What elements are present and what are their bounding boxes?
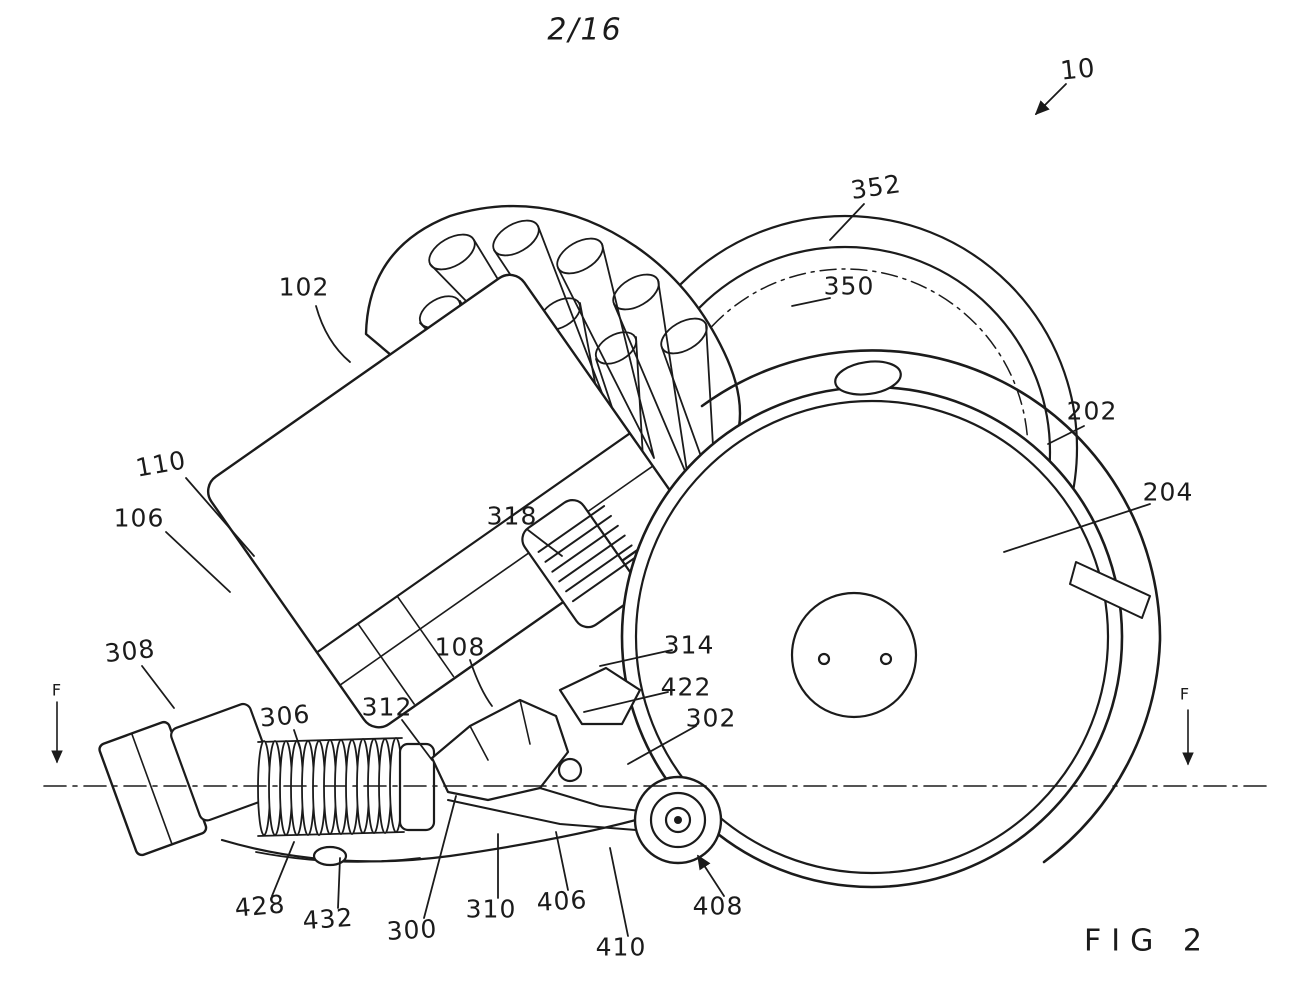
leader-108	[469, 659, 493, 707]
leader-428	[271, 841, 295, 897]
leader-312	[401, 719, 433, 761]
ref-label-432: 432	[301, 902, 355, 936]
ref-label-308: 308	[103, 633, 157, 669]
leader-106	[165, 531, 231, 593]
section-line-f-f	[43, 701, 1271, 787]
ref-label-410: 410	[595, 932, 647, 962]
leader-318	[527, 529, 563, 557]
leader-432	[337, 857, 341, 909]
ref-label-300: 300	[385, 914, 439, 946]
ref-label-10: 10	[1058, 53, 1098, 87]
leader-302	[627, 725, 697, 765]
leader-350	[791, 297, 831, 307]
leader-300	[423, 795, 457, 919]
figure-caption: FIG 2	[1084, 923, 1212, 959]
ref-label-422: 422	[660, 672, 712, 702]
leader-lines	[141, 83, 1151, 937]
ref-label-108: 108	[434, 632, 486, 662]
leader-408	[697, 854, 725, 897]
ref-label-204: 204	[1142, 477, 1194, 507]
leader-204	[1003, 503, 1151, 553]
ball-wheel	[620, 349, 1162, 889]
ref-label-408: 408	[692, 891, 744, 921]
leader-202	[1047, 425, 1085, 445]
ref-label-202: 202	[1066, 396, 1118, 426]
ref-label-306: 306	[258, 699, 312, 733]
ref-label-106: 106	[113, 503, 165, 533]
leader-352	[829, 203, 865, 241]
page-indicator: 2/16	[547, 12, 623, 48]
leader-308	[141, 665, 175, 709]
leader-406	[555, 831, 569, 891]
ref-label-314: 314	[663, 630, 715, 660]
leader-314	[599, 649, 673, 667]
leader-10	[1034, 83, 1067, 116]
ref-label-f-left: F	[51, 680, 63, 700]
ref-label-406: 406	[535, 885, 589, 917]
leader-102	[315, 305, 351, 363]
hose-connector	[98, 702, 281, 857]
hose-bellows	[257, 737, 436, 837]
ref-label-312: 312	[361, 692, 413, 722]
ref-label-428: 428	[233, 889, 287, 923]
ref-label-302: 302	[685, 703, 737, 733]
ref-label-350: 350	[823, 271, 875, 301]
ref-label-318: 318	[486, 501, 538, 531]
inlet-duct	[521, 499, 640, 629]
leader-110	[185, 477, 255, 557]
caster-wheel	[633, 775, 723, 865]
leader-306	[293, 729, 301, 749]
ref-label-310: 310	[465, 894, 517, 924]
ref-label-102: 102	[278, 272, 330, 302]
leader-410	[609, 847, 629, 937]
leader-422	[583, 691, 669, 713]
bin-housing	[206, 273, 682, 729]
ref-label-f-right: F	[1179, 684, 1191, 704]
